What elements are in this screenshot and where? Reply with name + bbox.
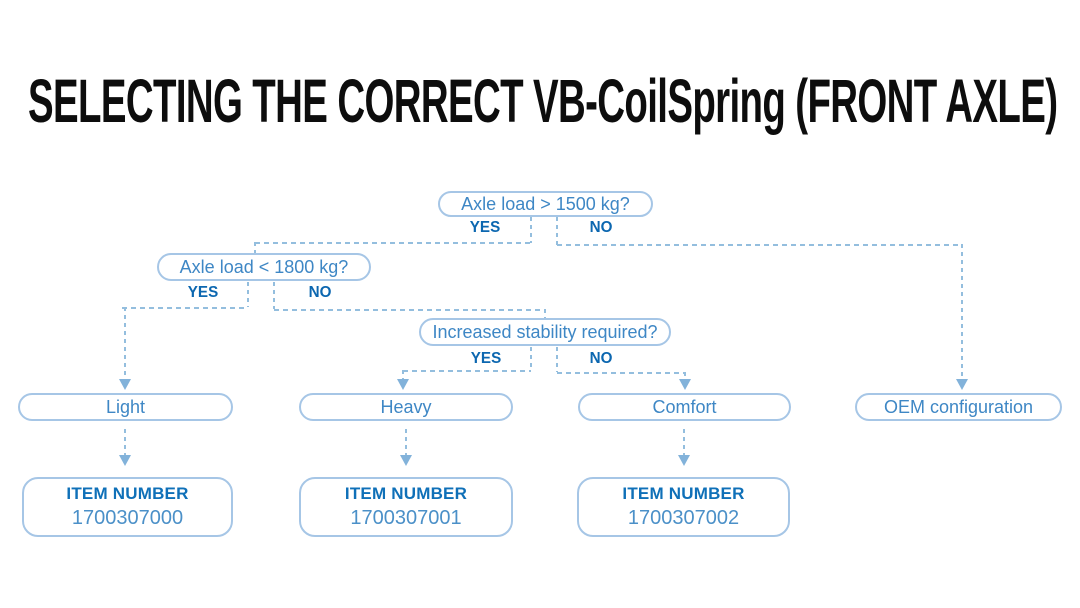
connector [124, 307, 126, 379]
arrow-down-icon [678, 455, 690, 466]
decision-node-label: Increased stability required? [432, 321, 658, 342]
result-node-heavy: Heavy [299, 393, 513, 421]
item-number-heading: ITEM NUMBER [622, 484, 745, 503]
connector [556, 217, 558, 245]
connector [544, 309, 546, 318]
item-number-card-comfort: ITEM NUMBER 1700307002 [577, 477, 790, 537]
connector [530, 347, 532, 370]
branch-label-no-2: NO [308, 284, 332, 301]
item-number-value: 1700307001 [350, 507, 462, 529]
connector [254, 242, 256, 253]
result-node-label: Comfort [652, 396, 717, 417]
decision-node-axle-load-1500: Axle load > 1500 kg? [438, 191, 653, 217]
item-number-value: 1700307000 [71, 507, 184, 529]
connector [274, 309, 545, 311]
result-node-label: OEM configuration [883, 396, 1034, 417]
connector [403, 370, 531, 372]
item-number-heading: ITEM NUMBER [66, 484, 189, 503]
branch-label-no-3: NO [589, 350, 613, 367]
connector [557, 244, 962, 246]
page-title: SELECTING THE CORRECT VB-CoilSpring (FRO… [28, 67, 1058, 135]
connector [556, 347, 558, 372]
result-node-oem-configuration: OEM configuration [855, 393, 1062, 421]
connector [122, 307, 248, 309]
result-node-light: Light [18, 393, 233, 421]
arrow-down-icon [400, 455, 412, 466]
decision-node-increased-stability: Increased stability required? [419, 318, 671, 346]
item-number-card-heavy: ITEM NUMBER 1700307001 [299, 477, 513, 537]
connector [961, 244, 963, 379]
decision-node-label: Axle load > 1500 kg? [461, 193, 630, 214]
arrow-down-icon [119, 379, 131, 390]
branch-label-yes-2: YES [187, 284, 219, 301]
arrow-down-icon [397, 379, 409, 390]
arrow-down-icon [956, 379, 968, 390]
arrow-down-icon [679, 379, 691, 390]
decision-node-label: Axle load < 1800 kg? [179, 256, 349, 277]
branch-label-yes-1: YES [469, 219, 501, 236]
connector [684, 372, 686, 379]
item-number-value: 1700307002 [627, 507, 740, 529]
item-number-heading: ITEM NUMBER [344, 484, 468, 503]
decision-node-axle-load-1800: Axle load < 1800 kg? [157, 253, 371, 281]
connector [683, 429, 685, 455]
connector [247, 282, 249, 307]
item-number-card-light: ITEM NUMBER 1700307000 [22, 477, 233, 537]
connector [402, 370, 404, 379]
result-node-comfort: Comfort [578, 393, 791, 421]
connector [255, 242, 531, 244]
branch-label-yes-3: YES [470, 350, 502, 367]
result-node-label: Heavy [380, 396, 432, 417]
connector [273, 282, 275, 309]
connector [405, 429, 407, 455]
arrow-down-icon [119, 455, 131, 466]
connector [124, 429, 126, 455]
connector [530, 217, 532, 243]
connector [557, 372, 685, 374]
branch-label-no-1: NO [589, 219, 613, 236]
result-node-label: Light [105, 396, 146, 417]
